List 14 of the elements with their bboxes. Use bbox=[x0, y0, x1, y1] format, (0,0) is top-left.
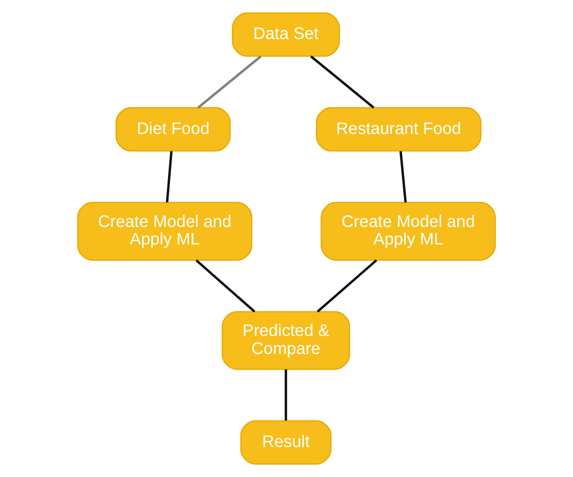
connector bbox=[316, 259, 378, 313]
connector bbox=[399, 151, 407, 202]
node-box: Data Set bbox=[232, 12, 340, 57]
node-box: Result bbox=[240, 420, 332, 465]
node-box: Create Model and Apply ML bbox=[77, 202, 252, 261]
connector bbox=[310, 55, 374, 109]
connector bbox=[195, 259, 256, 313]
connector bbox=[197, 55, 262, 109]
connector bbox=[284, 369, 288, 421]
node-box: Restaurant Food bbox=[316, 107, 482, 152]
node-box: Create Model and Apply ML bbox=[320, 202, 496, 261]
node-box: Diet Food bbox=[116, 107, 231, 152]
node-box: Predicted & Compare bbox=[222, 311, 350, 370]
connector bbox=[166, 151, 173, 202]
